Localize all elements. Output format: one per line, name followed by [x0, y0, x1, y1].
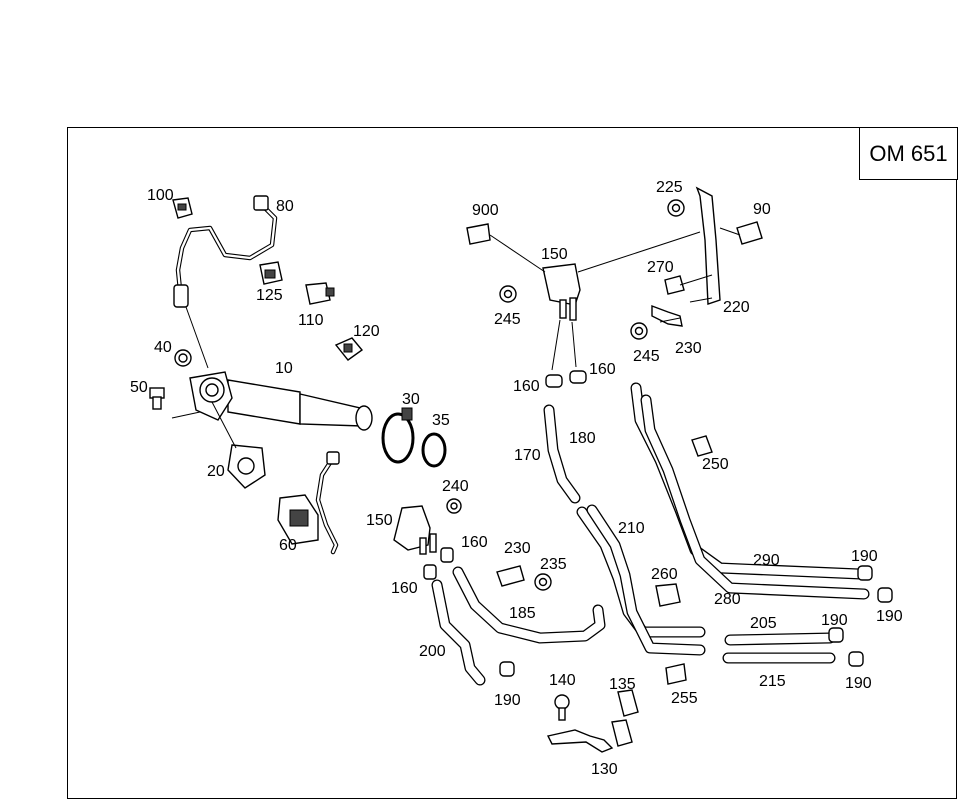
label-160-top-right: 160	[589, 361, 616, 378]
label-245-right: 245	[633, 348, 660, 365]
sensor-module-60[interactable]	[277, 494, 319, 545]
label-280: 280	[714, 591, 741, 608]
leader-lines	[171, 227, 741, 449]
nut-245-right[interactable]	[630, 322, 648, 340]
label-10: 10	[275, 360, 293, 377]
nut-40[interactable]	[174, 349, 192, 367]
label-220: 220	[723, 299, 750, 316]
hose-clamp-160-top[interactable]	[545, 370, 587, 388]
hose-clamp-190-a[interactable]	[857, 565, 873, 581]
label-235: 235	[540, 556, 567, 573]
label-210: 210	[618, 520, 645, 537]
label-250: 250	[702, 456, 729, 473]
hose-clamp-190-d[interactable]	[848, 651, 864, 667]
label-180: 180	[569, 430, 596, 447]
temperature-sensor-60-wire[interactable]	[315, 451, 340, 555]
label-185: 185	[509, 605, 536, 622]
connector-110[interactable]	[305, 282, 335, 305]
label-50: 50	[130, 379, 148, 396]
label-900: 900	[472, 202, 499, 219]
label-190-d: 190	[845, 675, 872, 692]
label-245-top: 245	[494, 311, 521, 328]
nut-245-top[interactable]	[499, 285, 517, 303]
label-60: 60	[279, 537, 297, 554]
hose-210[interactable]	[576, 504, 706, 656]
label-80: 80	[276, 198, 294, 215]
hose-185[interactable]	[452, 566, 606, 644]
hose-170-180[interactable]	[543, 404, 581, 504]
label-900[interactable]	[466, 223, 491, 245]
clip-125[interactable]	[259, 261, 283, 285]
label-90: 90	[753, 201, 771, 218]
clip-120[interactable]	[334, 337, 364, 361]
hose-clamp-160-bottom-right[interactable]	[440, 547, 454, 563]
clip-255[interactable]	[665, 663, 687, 685]
clamp-30[interactable]	[381, 407, 415, 464]
bolt-240[interactable]	[446, 498, 462, 514]
label-190-e: 190	[494, 692, 521, 709]
label-205: 205	[750, 615, 777, 632]
sensor-135[interactable]	[617, 689, 639, 717]
label-130: 130	[591, 761, 618, 778]
hose-clamp-160-bottom-left[interactable]	[423, 564, 437, 580]
label-30: 30	[402, 391, 420, 408]
label-290: 290	[753, 552, 780, 569]
callout-labels: 10 20 30 35 40 50 60 80 90 100 110 120 1…	[130, 179, 903, 778]
label-135: 135	[609, 676, 636, 693]
hose-290-280[interactable]	[630, 382, 870, 600]
hose-clamp-190-c[interactable]	[828, 627, 844, 643]
label-190-c: 190	[821, 612, 848, 629]
clip-100[interactable]	[172, 197, 193, 219]
label-190-a: 190	[851, 548, 878, 565]
hose-200[interactable]	[431, 579, 486, 686]
nut-225[interactable]	[667, 199, 685, 217]
label-255: 255	[671, 690, 698, 707]
clip-250[interactable]	[691, 435, 713, 457]
label-190-b: 190	[876, 608, 903, 625]
bolt-50[interactable]	[149, 387, 165, 410]
label-120: 120	[353, 323, 380, 340]
label-225: 225	[656, 179, 683, 196]
gasket-20[interactable]	[227, 444, 266, 489]
label-200: 200	[419, 643, 446, 660]
clip-230-bottom[interactable]	[496, 565, 525, 587]
label-110: 110	[298, 312, 324, 329]
label-230-bottom: 230	[504, 540, 531, 557]
nut-235[interactable]	[534, 573, 552, 591]
engine-model-label: OM 651	[859, 127, 958, 180]
label-260: 260	[651, 566, 678, 583]
pressure-sensor-150-bottom[interactable]	[393, 505, 437, 555]
hose-clamp-190-b[interactable]	[877, 587, 893, 603]
seal-ring-35[interactable]	[421, 432, 447, 468]
label-230-top: 230	[675, 340, 702, 357]
bolt-140[interactable]	[554, 694, 570, 721]
label-150-top: 150	[541, 246, 568, 263]
label-160-top-left: 160	[513, 378, 540, 395]
bracket-220[interactable]	[695, 186, 721, 305]
oxygen-sensor-80[interactable]	[173, 195, 278, 308]
label-215: 215	[759, 673, 786, 690]
label-20: 20	[207, 463, 225, 480]
bracket-230-top[interactable]	[651, 304, 683, 327]
label-35: 35	[432, 412, 450, 429]
bracket-130[interactable]	[546, 719, 633, 753]
hose-205[interactable]	[724, 632, 836, 646]
label-140: 140	[549, 672, 576, 689]
clip-260[interactable]	[655, 583, 681, 607]
clip-270[interactable]	[664, 275, 685, 295]
hose-clamp-190-e[interactable]	[499, 661, 515, 677]
catalytic-converter-10[interactable]	[189, 371, 373, 431]
label-170: 170	[514, 447, 541, 464]
label-40: 40	[154, 339, 172, 356]
label-160-bottom-left: 160	[391, 580, 418, 597]
label-150-bottom: 150	[366, 512, 393, 529]
label-240: 240	[442, 478, 469, 495]
label-100: 100	[147, 187, 174, 204]
clip-90[interactable]	[736, 221, 763, 245]
label-270: 270	[647, 259, 674, 276]
label-160-bottom-right: 160	[461, 534, 488, 551]
label-125: 125	[256, 287, 283, 304]
pressure-sensor-150-top[interactable]	[542, 263, 581, 321]
